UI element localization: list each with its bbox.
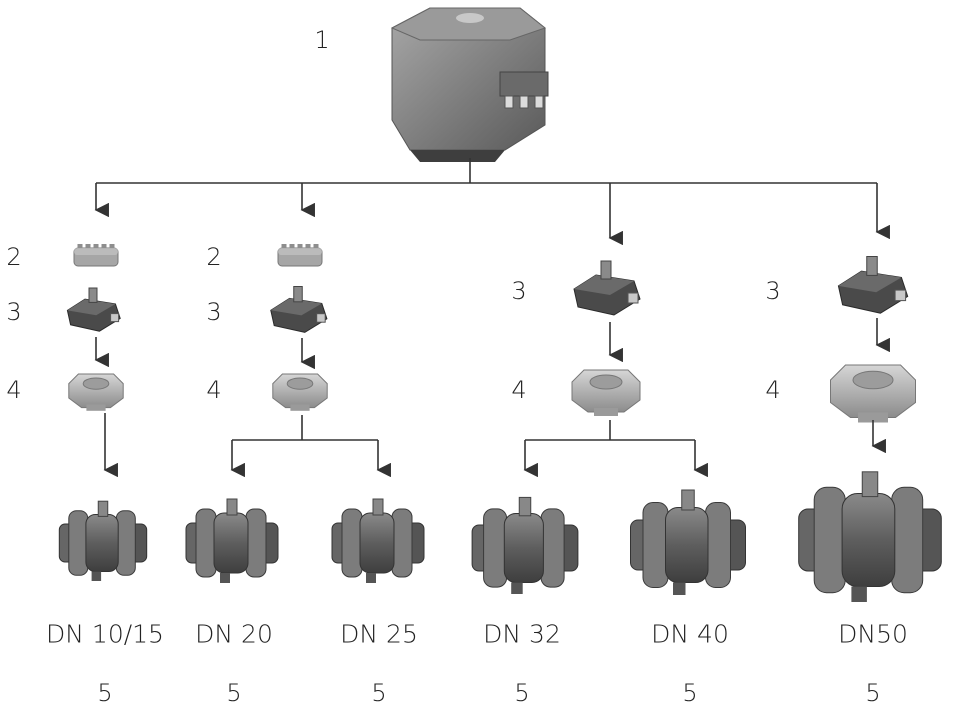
valve-dn10-15 [58,500,148,581]
col4-label-4: 4 [765,376,781,404]
valve-number-4: 5 [514,679,530,707]
col3-label-4: 4 [511,376,527,404]
valve-number-5: 5 [682,679,698,707]
valve-dn50 [798,471,942,602]
bracket-part-col1 [68,373,124,411]
col3-label-3: 3 [511,277,527,305]
adapter-part-col1 [73,244,119,267]
coupling-part-col2 [270,286,328,333]
valve-size-dn10-15: DN 10/15 [46,619,164,649]
col4-label-3: 3 [765,277,781,305]
valve-number-6: 5 [865,679,881,707]
col1-label-2: 2 [6,243,22,271]
valve-dn40 [630,489,746,595]
col2-label-2: 2 [206,243,222,271]
actuator-number: 1 [314,26,330,54]
bracket-part-col2 [272,373,328,411]
valve-number-2: 5 [226,679,242,707]
col1-label-3: 3 [6,298,22,326]
valve-dn25 [331,498,425,583]
valve-number-3: 5 [371,679,387,707]
col2-label-3: 3 [206,298,222,326]
col2-label-4: 4 [206,376,222,404]
adapter-part-col2 [277,244,323,267]
valve-dn32 [471,496,579,594]
valve-size-dn20: DN 20 [195,619,273,649]
connector-lines [96,158,877,184]
actuator-image [390,7,549,162]
valve-size-dn25: DN 25 [340,619,418,649]
valve-size-dn40: DN 40 [651,619,729,649]
coupling-part-col3 [573,260,641,316]
coupling-part-col4 [837,256,909,314]
valve-size-dn32: DN 32 [483,619,561,649]
coupling-part-col1 [66,287,121,332]
bracket-part-col3 [571,369,641,416]
valve-size-dn50: DN50 [838,619,908,649]
valve-dn20 [185,498,279,583]
bracket-part-col4 [830,364,916,423]
col1-label-4: 4 [6,376,22,404]
valve-number-1: 5 [97,679,113,707]
